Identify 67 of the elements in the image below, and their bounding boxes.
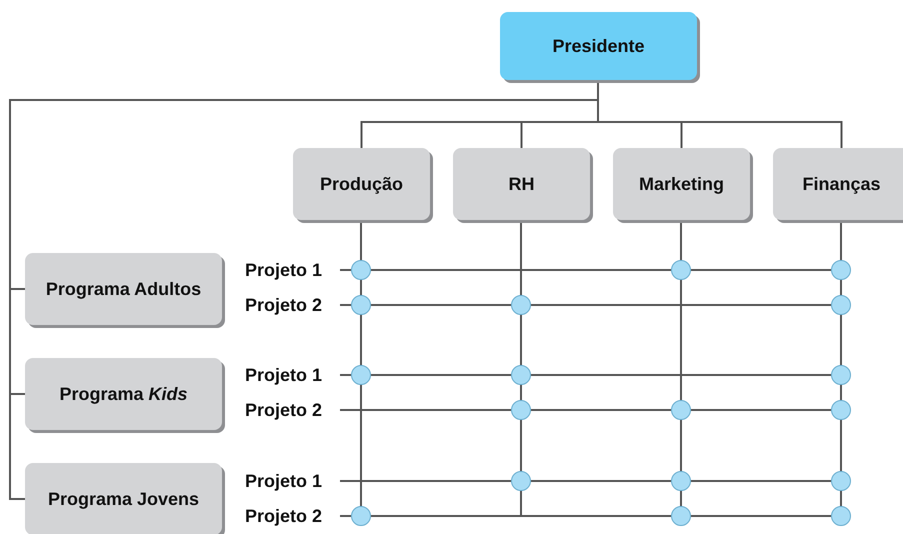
junction-dot <box>351 295 371 315</box>
department-box: Produção <box>293 148 430 220</box>
connector-line <box>531 374 831 376</box>
connector-line <box>840 420 842 471</box>
junction-dot <box>511 365 531 385</box>
connector-line <box>371 269 671 271</box>
project-label: Projeto 1 <box>245 471 322 491</box>
junction-dot <box>671 260 691 280</box>
junction-dot <box>831 471 851 491</box>
connector-line <box>360 220 362 260</box>
connector-line <box>371 304 511 306</box>
junction-dot <box>831 260 851 280</box>
junction-dot <box>831 400 851 420</box>
department-box: Marketing <box>613 148 750 220</box>
junction-dot <box>511 400 531 420</box>
connector-line <box>840 491 842 506</box>
connector-line <box>531 480 671 482</box>
connector-line <box>371 515 671 517</box>
junction-dot <box>671 400 691 420</box>
junction-dot <box>671 506 691 526</box>
department-box: RH <box>453 148 590 220</box>
connector-line <box>340 409 511 411</box>
junction-dot <box>511 471 531 491</box>
connector-line <box>520 220 522 295</box>
connector-line <box>680 491 682 506</box>
project-label: Projeto 2 <box>245 506 322 526</box>
connector-line <box>840 220 842 260</box>
connector-line <box>691 409 831 411</box>
connector-line <box>691 480 831 482</box>
project-label: Projeto 1 <box>245 365 322 385</box>
connector-line <box>840 385 842 400</box>
connector-line <box>680 420 682 471</box>
connector-line <box>340 304 351 306</box>
connector-line <box>691 515 831 517</box>
connector-line <box>360 280 362 295</box>
connector-line <box>520 315 522 365</box>
junction-dot <box>351 506 371 526</box>
connector-line <box>520 420 522 471</box>
junction-dot <box>511 295 531 315</box>
connector-line <box>840 280 842 295</box>
program-box: Programa Jovens <box>25 463 222 534</box>
project-label: Projeto 2 <box>245 400 322 420</box>
connector-line <box>531 304 831 306</box>
department-box: Finanças <box>773 148 903 220</box>
president-box: Presidente <box>500 12 697 80</box>
connector-line <box>340 515 351 517</box>
connector-line <box>691 269 831 271</box>
junction-dot <box>831 365 851 385</box>
connector-line <box>840 315 842 365</box>
connector-line <box>360 385 362 506</box>
project-label: Projeto 1 <box>245 260 322 280</box>
connector-line <box>520 385 522 400</box>
junction-dot <box>671 471 691 491</box>
connector-line <box>340 269 351 271</box>
junction-dot <box>831 295 851 315</box>
connector-line <box>360 315 362 365</box>
junction-dot <box>831 506 851 526</box>
program-box: Programa Kids <box>25 358 222 430</box>
project-label: Projeto 2 <box>245 295 322 315</box>
connector-line <box>371 374 511 376</box>
junction-dot <box>351 260 371 280</box>
connector-line <box>680 220 682 260</box>
connector-line <box>340 480 511 482</box>
program-box: Programa Adultos <box>25 253 222 325</box>
connector-line <box>340 374 351 376</box>
connector-line <box>531 409 671 411</box>
junction-dot <box>351 365 371 385</box>
